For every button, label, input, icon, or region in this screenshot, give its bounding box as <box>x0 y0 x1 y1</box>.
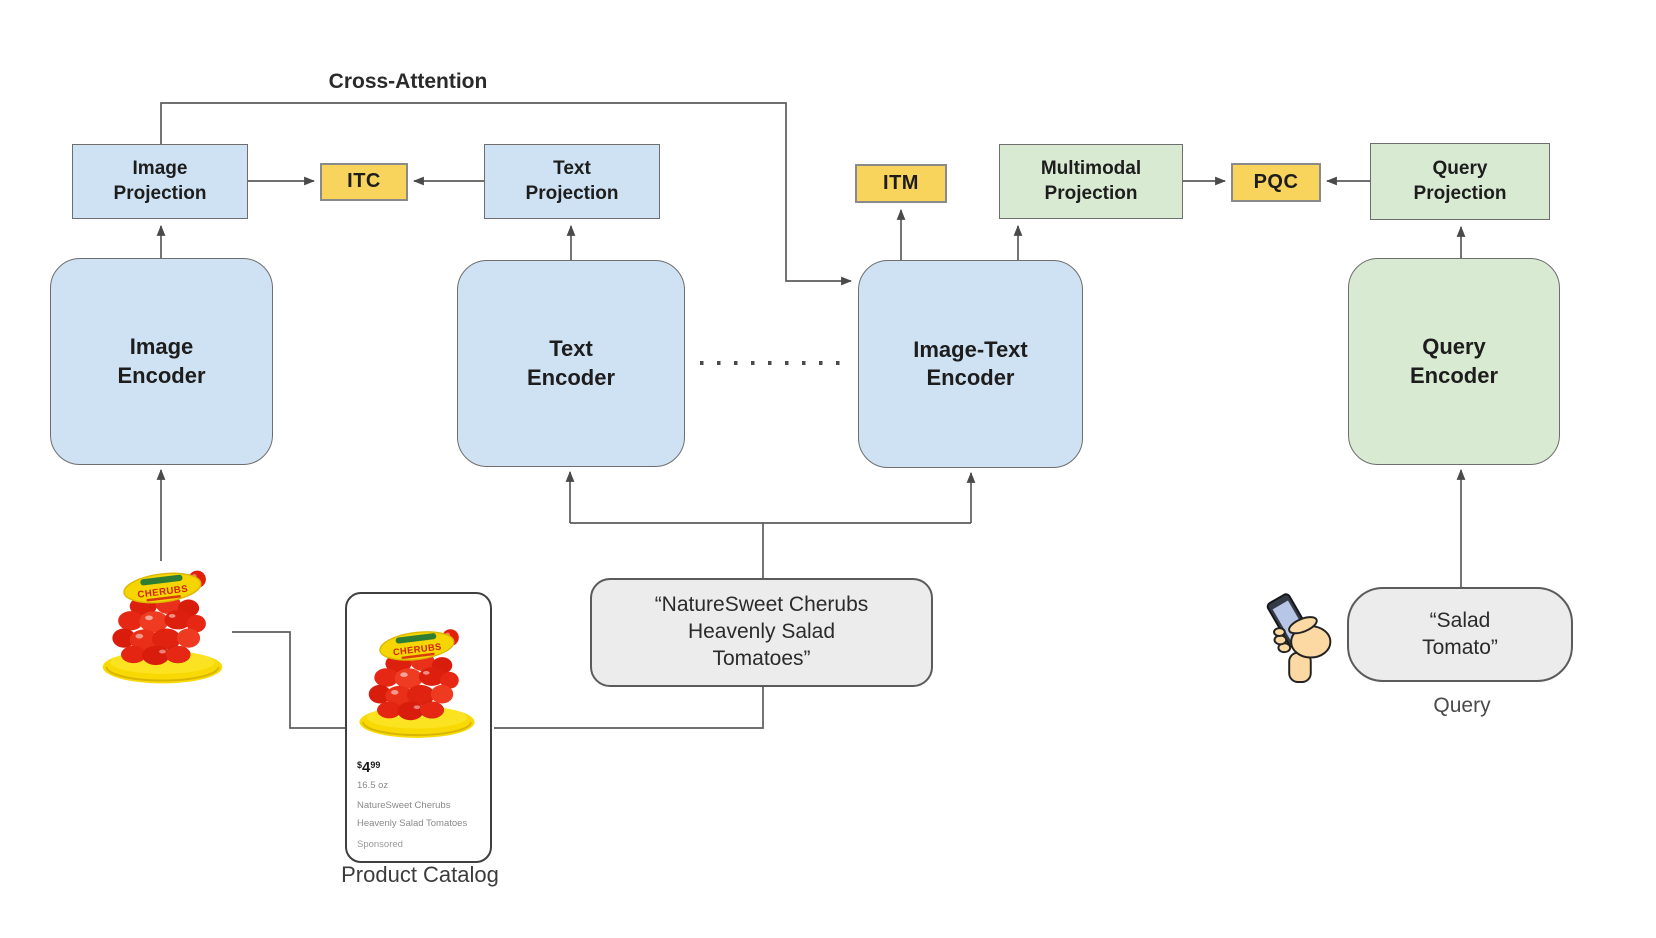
product-size: 16.5 oz <box>357 780 389 791</box>
product-catalog-card: $499 16.5 oz NatureSweet Cherubs Heavenl… <box>345 592 492 863</box>
sponsored-label: Sponsored <box>357 839 403 850</box>
product-name-line2: Heavenly Salad Tomatoes <box>357 818 468 829</box>
tomato-container-image <box>95 560 230 695</box>
cross-attention-label: Cross-Attention <box>328 70 488 93</box>
caption-to-catalog-connector <box>494 687 764 729</box>
query-projection-box: Query Projection <box>1370 143 1550 220</box>
query-text-box: “Salad Tomato” <box>1347 587 1573 682</box>
image-projection-box: Image Projection <box>72 144 248 219</box>
product-catalog-caption: Product Catalog <box>341 862 499 887</box>
cross-attention-connector <box>160 102 853 286</box>
product-name-line1: NatureSweet Cherubs <box>357 800 451 811</box>
tomato-to-catalog-connector <box>232 631 345 729</box>
phone-in-hand-icon <box>1254 586 1344 684</box>
text-encoder-box: Text Encoder <box>457 260 685 467</box>
text-projection-box: Text Projection <box>484 144 660 219</box>
image-text-encoder-box: Image-Text Encoder <box>858 260 1083 468</box>
pqc-box: PQC <box>1231 163 1321 202</box>
caption-branch-stem <box>570 522 971 578</box>
query-caption: Query <box>1433 694 1491 717</box>
tomato-container-thumbnail <box>352 616 482 752</box>
multimodal-projection-box: Multimodal Projection <box>999 144 1183 219</box>
itc-box: ITC <box>320 163 408 201</box>
product-caption-box: “NatureSweet Cherubs Heavenly Salad Toma… <box>590 578 933 687</box>
product-price: $499 <box>357 759 381 776</box>
query-encoder-box: Query Encoder <box>1348 258 1560 465</box>
itm-box: ITM <box>855 164 947 203</box>
image-encoder-box: Image Encoder <box>50 258 273 465</box>
